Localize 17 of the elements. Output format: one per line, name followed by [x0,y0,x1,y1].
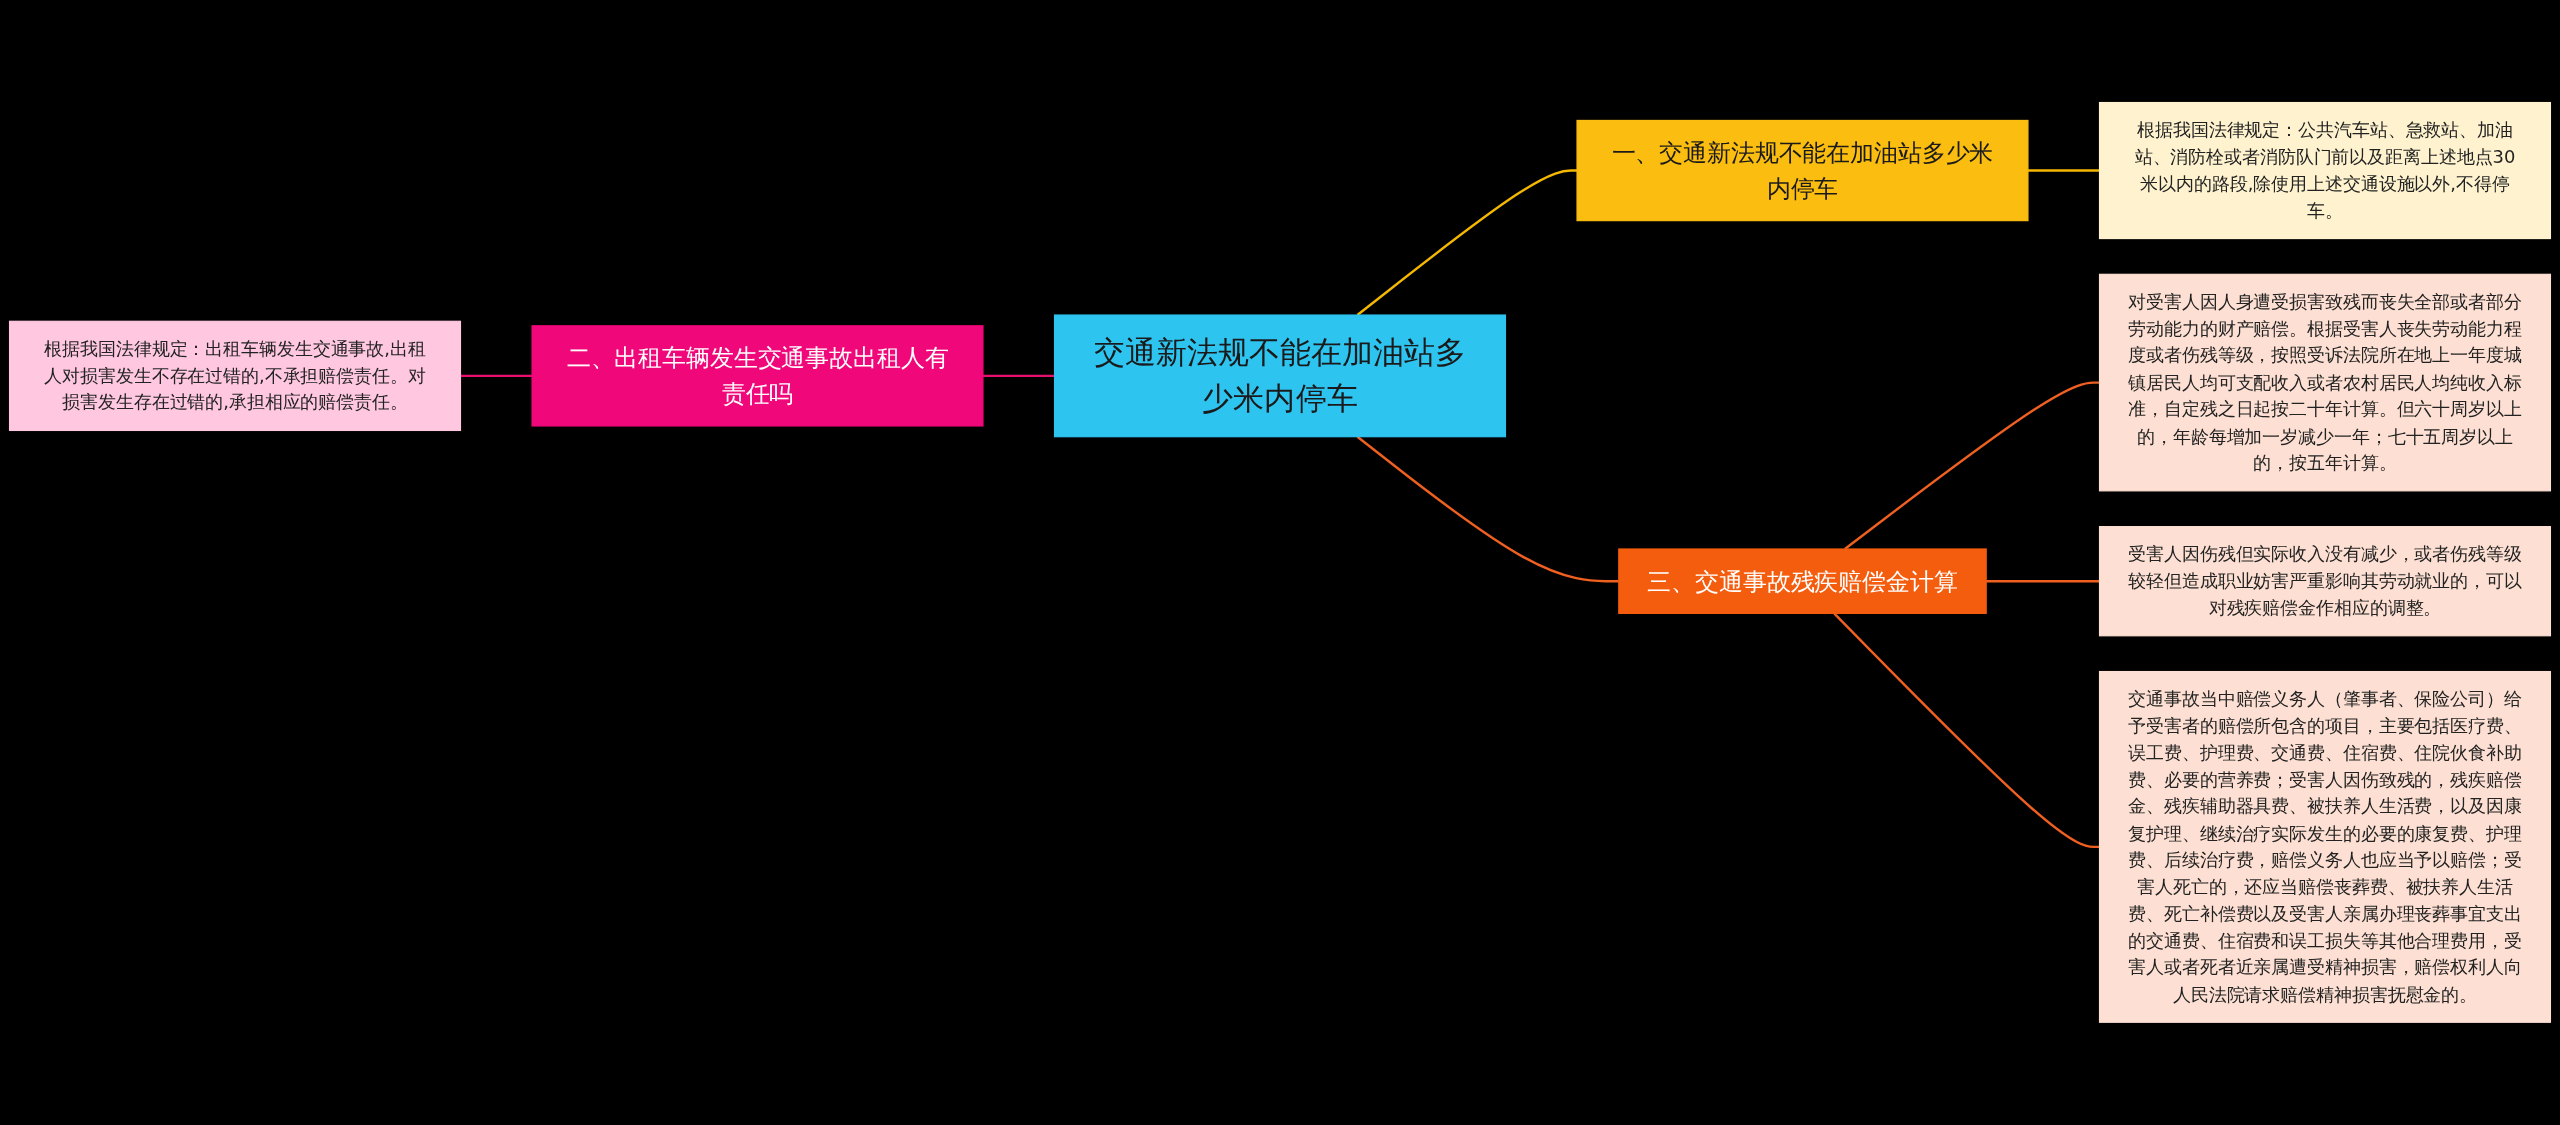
connector [1356,169,1578,317]
connector [2027,169,2100,172]
node-box: 对受害人因人身遭受损害致残而丧失全部或者部分劳动能力的财产赔偿。根据受害人丧失劳动能力程度或者伤残等级，按照受诉法院所在地上一年度城镇居民人均可支配收入或者农村居民人均纯收入标准，自定残之日起按二十年计算。但六十周岁以上的，年龄每增加一岁减少一年；七十五周岁以上的，按五年计算。 [2098,273,2552,492]
node-box: 一、交通新法规不能在加油站多少米内停车 [1576,119,2029,222]
connector [982,374,1055,378]
node-box: 受害人因伤残但实际收入没有减少，或者伤残等级较轻但造成职业妨害严重影响其劳动就业的，可以对残疾赔偿金作相应的调整。 [2098,526,2552,637]
node-box: 根据我国法律规定：公共汽车站、急救站、加油站、消防栓或者消防队门前以及距离上述地点30米以内的路段,除使用上述交通设施以外,不得停车。 [2098,102,2552,240]
node-box: 交通事故当中赔偿义务人（肇事者、保险公司）给予受害者的赔偿所包含的项目，主要包括医疗费、误工费、护理费、交通费、住宿费、住院伙食补助费、必要的营养费；受害人因伤致残的，残疾赔偿金、残疾辅助器具费、被扶养人生活费，以及因康复护理、继续治疗实际发生的必要的康复费、护理费、后续治疗费，赔偿义务人也应当予以赔偿；受害人死亡的，还应当赔偿丧葬费、被扶养人生活费、死亡补偿费以及受害人亲属办理丧葬事宜支出的交通费、住宿费和误工损失等其他合理费用，受害人或者死者近亲属遭受精神损害，赔偿权利人向人民法院请求赔偿精神损害抚慰金的。 [2098,671,2552,1023]
node-box: 三、交通事故残疾赔偿金计算 [1618,548,1987,615]
connector [1986,580,2100,583]
connector [1844,381,2100,551]
connector [1356,435,1619,583]
node-box: 二、出租车辆发生交通事故出租人有责任吗 [531,325,984,427]
node-box: 根据我国法律规定：出租车辆发生交通事故,出租人对损害发生不存在过错的,不承担赔偿责任。对损害发生存在过错的,承担相应的赔偿责任。 [8,320,462,432]
connector [460,374,533,378]
node-box: 交通新法规不能在加油站多少米内停车 [1053,314,1507,438]
connector [1833,612,2100,849]
